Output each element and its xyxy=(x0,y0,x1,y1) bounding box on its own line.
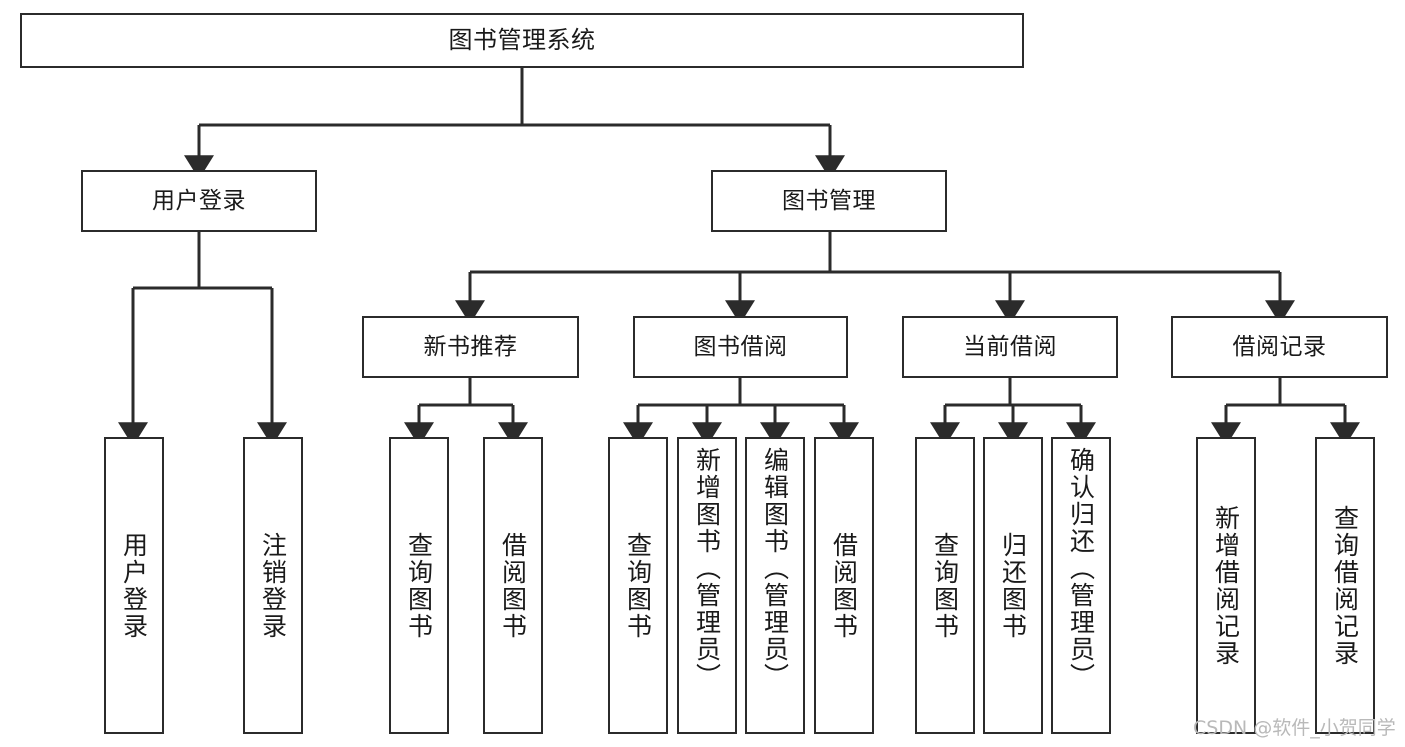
leaf-return-book[interactable]: 归还图书 xyxy=(983,437,1043,734)
leaf-query-book-1-label: 查询图书 xyxy=(404,531,434,640)
leaf-query-book-2[interactable]: 查询图书 xyxy=(608,437,668,734)
leaf-borrow-book-1-label: 借阅图书 xyxy=(498,531,528,640)
node-root[interactable]: 图书管理系统 xyxy=(20,13,1024,68)
leaf-user-login[interactable]: 用户登录 xyxy=(104,437,164,734)
node-root-label: 图书管理系统 xyxy=(448,25,596,54)
node-book-borrow[interactable]: 图书借阅 xyxy=(633,316,848,378)
node-current-borrow[interactable]: 当前借阅 xyxy=(902,316,1118,378)
leaf-add-record[interactable]: 新增借阅记录 xyxy=(1196,437,1256,734)
node-new-book-recommend-label: 新书推荐 xyxy=(423,333,518,360)
node-book-manage-label: 图书管理 xyxy=(782,187,876,214)
leaf-borrow-book-2[interactable]: 借阅图书 xyxy=(814,437,874,734)
leaf-add-book[interactable]: 新增图书（管理员） xyxy=(677,437,737,734)
leaf-return-book-label: 归还图书 xyxy=(998,531,1028,640)
node-book-manage[interactable]: 图书管理 xyxy=(711,170,947,232)
node-borrow-record-label: 借阅记录 xyxy=(1232,333,1327,360)
leaf-logout-login-label: 注销登录 xyxy=(258,531,288,640)
leaf-borrow-book-2-label: 借阅图书 xyxy=(829,531,859,640)
node-book-borrow-label: 图书借阅 xyxy=(693,333,788,360)
leaf-logout-login[interactable]: 注销登录 xyxy=(243,437,303,734)
leaf-query-book-3-label: 查询图书 xyxy=(930,531,960,640)
leaf-query-record-label: 查询借阅记录 xyxy=(1330,504,1360,667)
leaf-query-book-1[interactable]: 查询图书 xyxy=(389,437,449,734)
node-new-book-recommend[interactable]: 新书推荐 xyxy=(362,316,579,378)
node-user-login[interactable]: 用户登录 xyxy=(81,170,317,232)
leaf-query-book-2-label: 查询图书 xyxy=(623,531,653,640)
leaf-add-book-label: 新增图书（管理员） xyxy=(692,447,722,690)
leaf-query-record[interactable]: 查询借阅记录 xyxy=(1315,437,1375,734)
node-borrow-record[interactable]: 借阅记录 xyxy=(1171,316,1388,378)
leaf-edit-book-label: 编辑图书（管理员） xyxy=(760,447,790,690)
node-user-login-label: 用户登录 xyxy=(152,187,246,214)
csdn-watermark: CSDN @软件_小贺同学 xyxy=(1193,717,1396,739)
leaf-borrow-book-1[interactable]: 借阅图书 xyxy=(483,437,543,734)
leaf-add-record-label: 新增借阅记录 xyxy=(1211,504,1241,667)
leaf-edit-book[interactable]: 编辑图书（管理员） xyxy=(745,437,805,734)
leaf-confirm-return-label: 确认归还（管理员） xyxy=(1066,447,1096,690)
leaf-user-login-label: 用户登录 xyxy=(119,531,149,640)
leaf-query-book-3[interactable]: 查询图书 xyxy=(915,437,975,734)
node-current-borrow-label: 当前借阅 xyxy=(963,333,1057,360)
leaf-confirm-return[interactable]: 确认归还（管理员） xyxy=(1051,437,1111,734)
